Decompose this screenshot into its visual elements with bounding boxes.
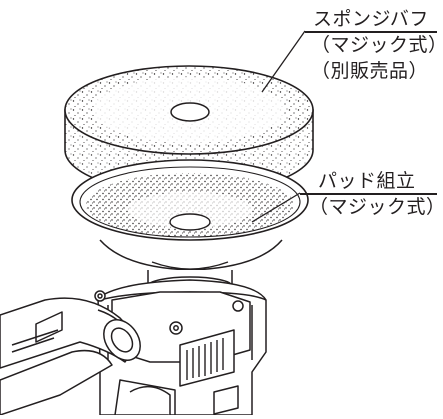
pad-assembly-type-label: （マジック式）: [309, 196, 443, 218]
sponge-buff-type-label: （マジック式）: [311, 34, 443, 56]
leader-lines: [251, 30, 306, 223]
sponge-buff-note-label: （別販売品）: [311, 60, 429, 82]
pad-assembly-label: パッド組立: [318, 170, 416, 192]
sponge-buff-underline: [305, 31, 437, 33]
sponge-buff-label: スポンジバフ: [313, 8, 429, 30]
polisher-body: [0, 270, 267, 416]
pad-assembly-underline: [300, 193, 437, 195]
pad-assembly: [71, 159, 309, 271]
